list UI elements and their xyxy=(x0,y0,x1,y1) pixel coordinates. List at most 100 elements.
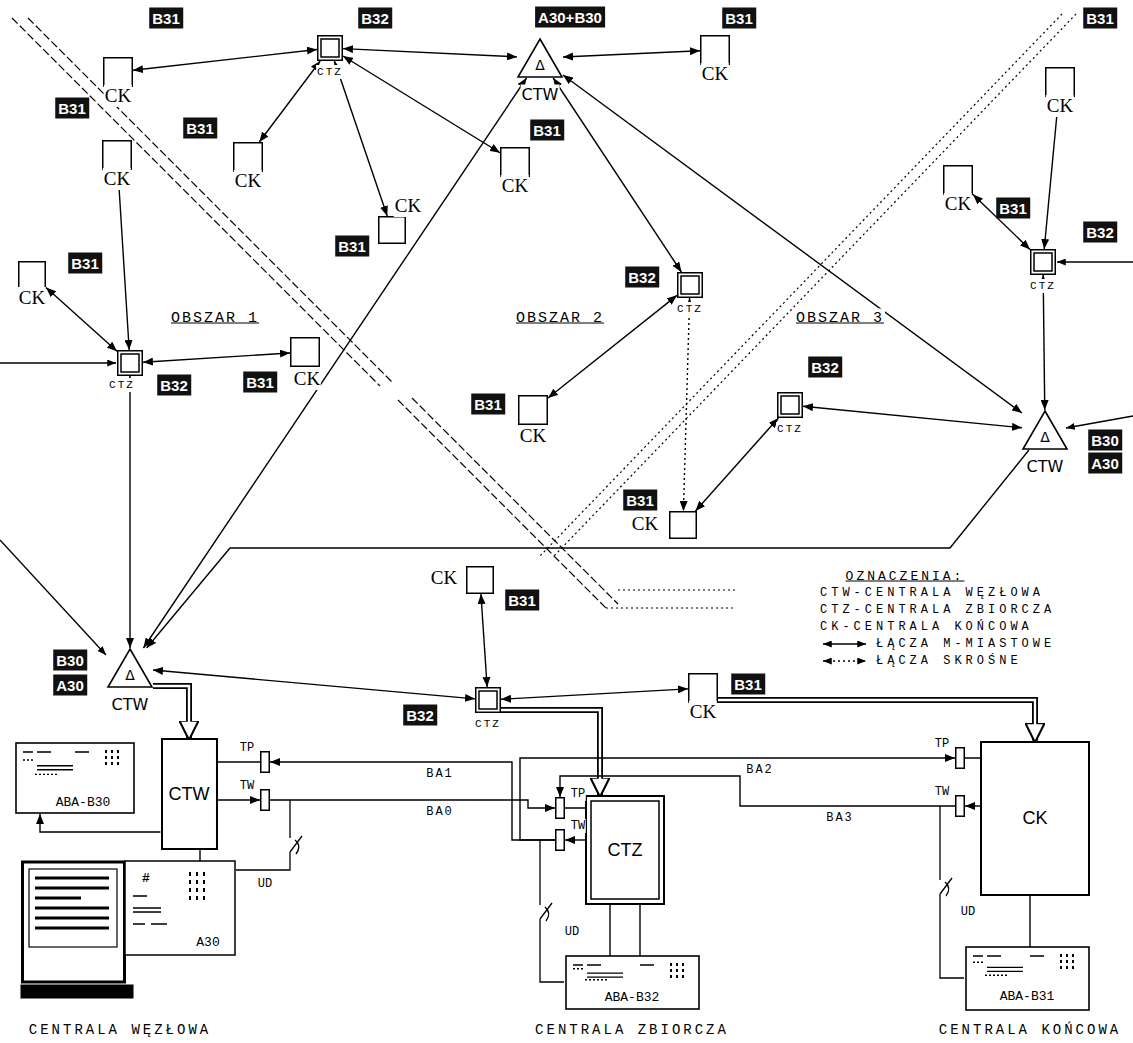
terminal-device: ABA-B32 xyxy=(565,955,700,1010)
legend-row: CTW-CENTRALA WĘZŁOWA xyxy=(820,584,1055,601)
line-label: BA3 xyxy=(825,810,855,826)
equipment-code: B32 xyxy=(1083,222,1117,243)
end-exchange: CKB31 xyxy=(233,142,263,172)
end-exchange-outline xyxy=(700,35,730,65)
trunk-link xyxy=(695,418,778,511)
caption: CENTRALA ZBIORCZA xyxy=(534,1021,730,1039)
end-exchange-outline xyxy=(103,57,133,87)
terminal-device: ABA-B30 xyxy=(15,742,135,814)
exchange-box: CTW xyxy=(161,738,218,850)
end-exchange: CKB31 xyxy=(943,165,973,195)
exchange-label: CK xyxy=(501,175,529,197)
connector-group xyxy=(46,288,117,352)
device-label: ABA-B32 xyxy=(604,989,661,1006)
hollow-arrow xyxy=(501,710,600,795)
delta-symbol: Δ xyxy=(1040,429,1050,445)
area-name: OBSZAR 2 xyxy=(515,309,605,328)
connector-group xyxy=(118,170,129,350)
connector-group xyxy=(520,758,955,840)
exchange-label: CTZ xyxy=(316,65,344,79)
node-exchange: ΔCTWA30+B30 xyxy=(517,38,563,78)
exchange-label: CTW xyxy=(521,85,560,104)
equipment-code: B32 xyxy=(403,705,437,726)
connector-group xyxy=(1043,275,1045,410)
line-label: BA0 xyxy=(425,804,455,820)
equipment-code: B31 xyxy=(731,674,765,695)
area-name: OBSZAR 1 xyxy=(170,309,260,328)
port-label: TW xyxy=(934,785,950,799)
switch-label: UD xyxy=(257,876,273,892)
end-exchange-outline xyxy=(18,261,46,289)
end-exchange-outline xyxy=(102,140,132,170)
port-box-outline xyxy=(955,795,965,817)
equipment-code: B31 xyxy=(335,236,369,257)
equipment-code: B31 xyxy=(505,590,539,611)
connector-group xyxy=(803,406,1022,427)
connector-group xyxy=(481,594,487,687)
connector-group xyxy=(965,806,980,807)
end-exchange: CKB31 xyxy=(103,57,133,87)
exchange-label: CTZ xyxy=(776,422,804,436)
delta-symbol: Δ xyxy=(125,667,135,683)
end-exchange: CKB31 xyxy=(518,395,548,425)
trunk-link xyxy=(565,839,585,840)
exchange-label: CTW xyxy=(1026,457,1065,476)
connector-group xyxy=(40,814,161,832)
exchange-label: CK xyxy=(18,287,46,309)
exchange-label: CK xyxy=(394,195,422,217)
end-exchange: CKB31 xyxy=(700,35,730,65)
switch-label: UD xyxy=(960,904,976,920)
connector-group xyxy=(553,78,681,272)
exchange-label: CTZ xyxy=(1029,279,1057,293)
trunk-link xyxy=(973,194,1030,249)
end-exchange: CKB31 xyxy=(290,337,320,367)
legend-sample xyxy=(820,655,872,667)
exchange-label: CTW xyxy=(111,695,150,714)
hollow-arrow-core xyxy=(718,700,1035,727)
trunk-link xyxy=(259,61,320,142)
connector-group xyxy=(695,418,778,511)
connector-group xyxy=(1044,97,1058,249)
exchange-label: CK xyxy=(234,170,262,192)
tandem-exchange: CTZB32 xyxy=(1030,249,1056,275)
end-exchange-outline xyxy=(290,337,320,367)
trunk-link xyxy=(343,56,500,153)
end-exchange: CKB31 xyxy=(378,216,406,244)
caption: CENTRALA KOŃCOWA xyxy=(938,1021,1122,1039)
incoming-trunk xyxy=(0,262,1133,655)
trunk-link xyxy=(803,406,1022,427)
port-label: TP xyxy=(239,741,255,755)
trunk-link xyxy=(520,758,955,840)
trunk-link xyxy=(481,594,487,687)
legend-text: ŁĄCZA SKROŚNE xyxy=(876,654,1022,668)
legend-heading: OZNACZENIA: xyxy=(845,568,966,585)
line-label: BA2 xyxy=(745,762,775,778)
connector-group xyxy=(563,75,1022,413)
tandem-exchange-outline xyxy=(475,687,501,713)
device-label: ABA-B30 xyxy=(55,794,112,811)
end-exchange-outline xyxy=(943,165,973,195)
switch-label: UD xyxy=(564,924,580,940)
port-box-outline xyxy=(955,747,965,769)
connector-group xyxy=(259,61,320,142)
port-label: TP xyxy=(934,737,950,751)
port-box: TP xyxy=(260,751,270,773)
connector-group xyxy=(501,689,688,699)
hollow-arrow-core xyxy=(501,710,600,781)
equipment-code: B31 xyxy=(1083,8,1117,29)
key-symbol: # xyxy=(141,870,151,887)
legend-row: CTZ-CENTRALA ZBIORCZA xyxy=(820,601,1055,618)
exchange-label: CK xyxy=(944,193,972,215)
equipment-code: B31 xyxy=(55,98,89,119)
device-label: A30 xyxy=(195,934,220,951)
equipment-code: B32 xyxy=(157,375,191,396)
exchange-label: CTZ xyxy=(676,302,704,316)
trunk-link xyxy=(965,805,980,806)
tandem-exchange: CTZB32 xyxy=(677,272,703,298)
exchange-label: CTZ xyxy=(474,717,502,731)
cross-link xyxy=(683,298,689,511)
legend-text: CTZ-CENTRALA ZBIORCZA xyxy=(820,603,1055,617)
port-box-outline xyxy=(555,829,565,851)
trunk-link xyxy=(133,49,317,70)
trunk-link xyxy=(553,78,681,272)
